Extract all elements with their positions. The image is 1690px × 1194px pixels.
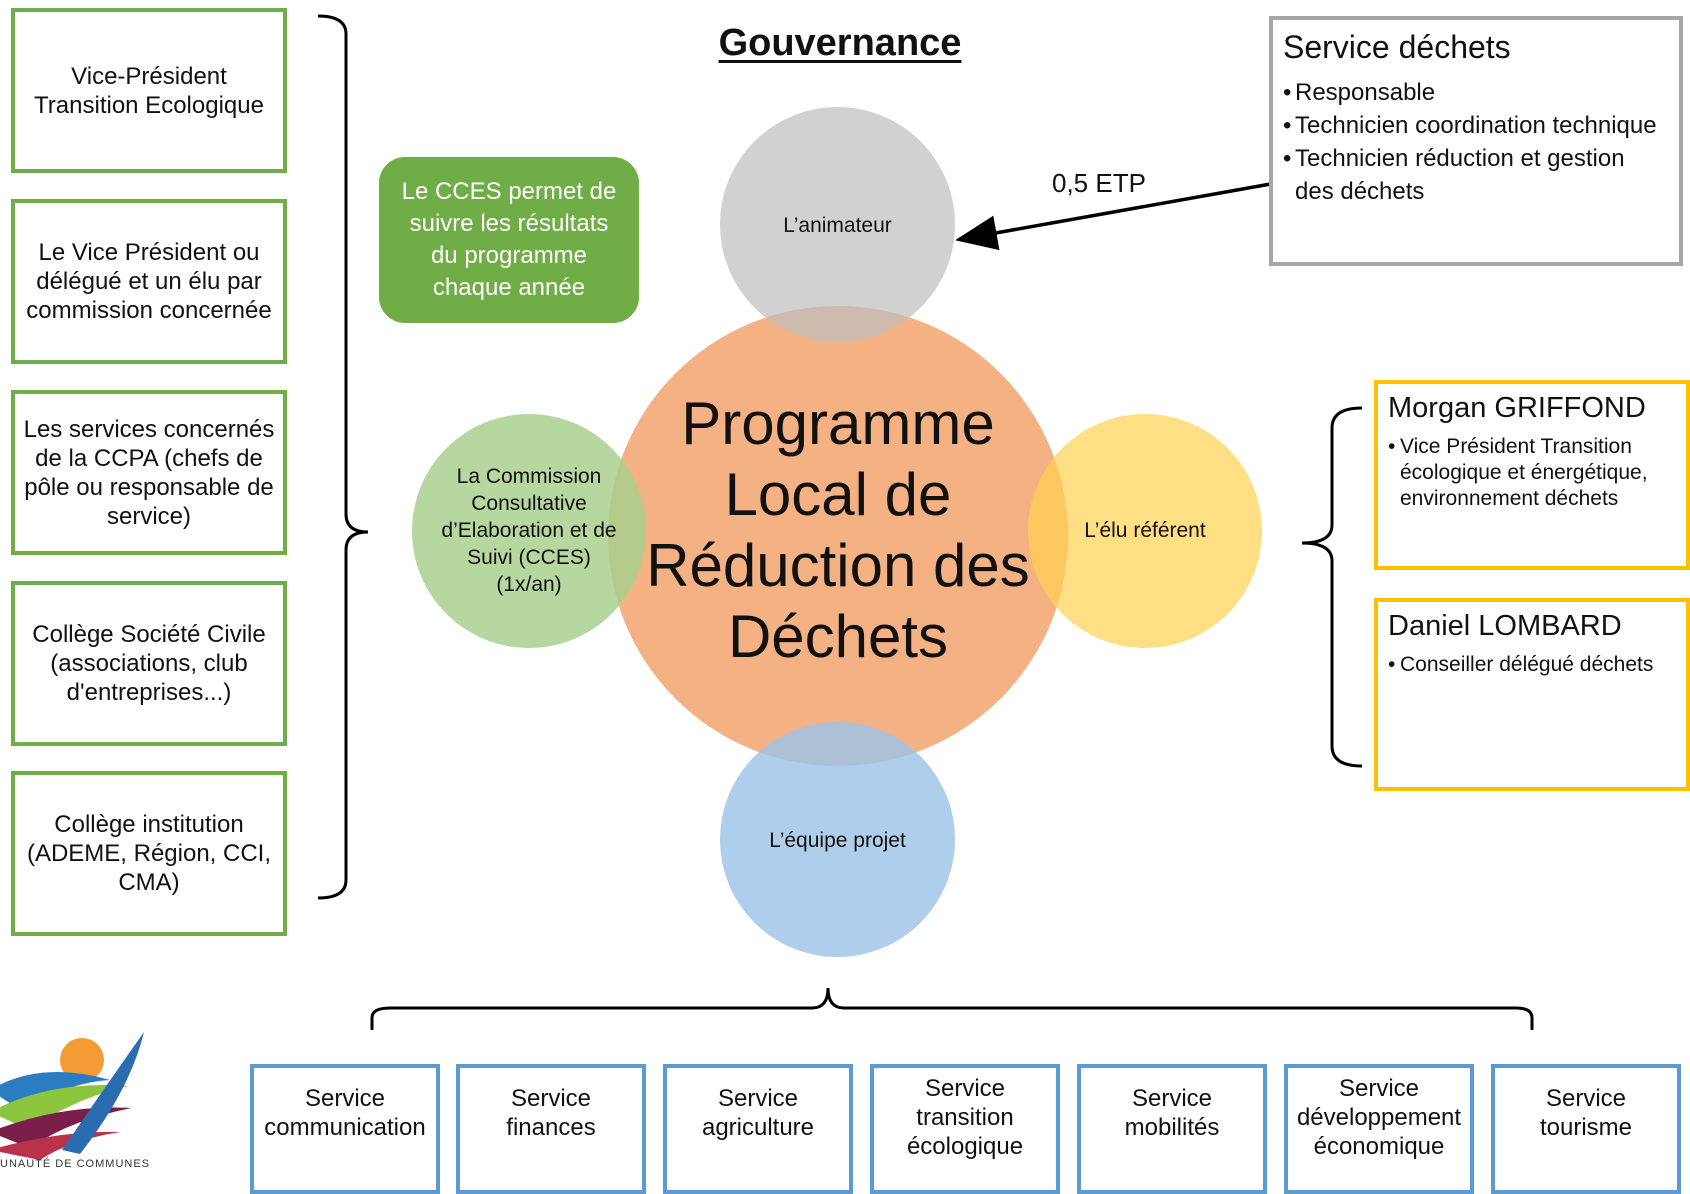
- elu-role: Vice Président Transition écologique et …: [1388, 434, 1676, 512]
- central-title: Programme Local de Réduction des Déchets: [646, 390, 1030, 670]
- left-brace: [317, 14, 369, 900]
- equipe-circle: [720, 722, 955, 957]
- cces-note: Le CCES permet de suivre les résultats d…: [379, 157, 639, 323]
- governance-box-delegue: Le Vice Président ou délégué et un élu p…: [11, 199, 287, 364]
- service-dechets-item: Responsable: [1283, 76, 1669, 109]
- governance-box-societe-civile: Collège Société Civile (associations, cl…: [11, 581, 287, 746]
- etp-arrow: [955, 180, 1283, 251]
- animateur-label: L’animateur: [783, 213, 892, 237]
- elu-circle: [1028, 414, 1262, 648]
- cces-label: La Commission Consultative d’Elaboration…: [441, 464, 617, 596]
- elu-panel-lombard: Daniel LOMBARD Conseiller délégué déchet…: [1374, 598, 1690, 791]
- service-box-agriculture: Service agriculture: [663, 1064, 853, 1194]
- right-brace: [1301, 406, 1363, 768]
- service-box-communication: Service communication: [250, 1064, 440, 1194]
- page-title: Gouvernance: [718, 22, 962, 64]
- service-dechets-panel: Service déchets Responsable Technicien c…: [1269, 16, 1683, 266]
- service-box-developpement: Service développement économique: [1284, 1064, 1474, 1194]
- community-logo: [0, 1032, 144, 1160]
- service-dechets-heading: Service déchets: [1283, 29, 1511, 65]
- central-circle: [608, 306, 1068, 766]
- service-dechets-item: Technicien coordination technique: [1283, 109, 1669, 142]
- service-dechets-item: Technicien réduction et gestion des déch…: [1283, 142, 1669, 208]
- service-box-tourisme: Service tourisme: [1491, 1064, 1681, 1194]
- logo-text: UNAUTÉ DE COMMUNES: [0, 1158, 151, 1170]
- governance-box-services: Les services concernés de la CCPA (chefs…: [11, 390, 287, 555]
- elu-name: Morgan GRIFFOND: [1388, 392, 1646, 424]
- animateur-circle: [720, 107, 955, 342]
- equipe-label: L’équipe projet: [769, 828, 906, 852]
- etp-label: 0,5 ETP: [1052, 168, 1146, 198]
- cces-circle: [412, 414, 646, 648]
- bottom-brace: [370, 987, 1534, 1030]
- service-box-finances: Service finances: [456, 1064, 646, 1194]
- elu-name: Daniel LOMBARD: [1388, 610, 1622, 642]
- service-box-transition: Service transition écologique: [870, 1064, 1060, 1194]
- service-box-mobilites: Service mobilités: [1077, 1064, 1267, 1194]
- elu-label: L’élu référent: [1084, 518, 1206, 542]
- elu-role: Conseiller délégué déchets: [1388, 652, 1676, 678]
- governance-box-vice-president: Vice-Président Transition Ecologique: [11, 8, 287, 173]
- governance-box-institution: Collège institution (ADEME, Région, CCI,…: [11, 771, 287, 936]
- elu-panel-griffond: Morgan GRIFFOND Vice Président Transitio…: [1374, 380, 1690, 570]
